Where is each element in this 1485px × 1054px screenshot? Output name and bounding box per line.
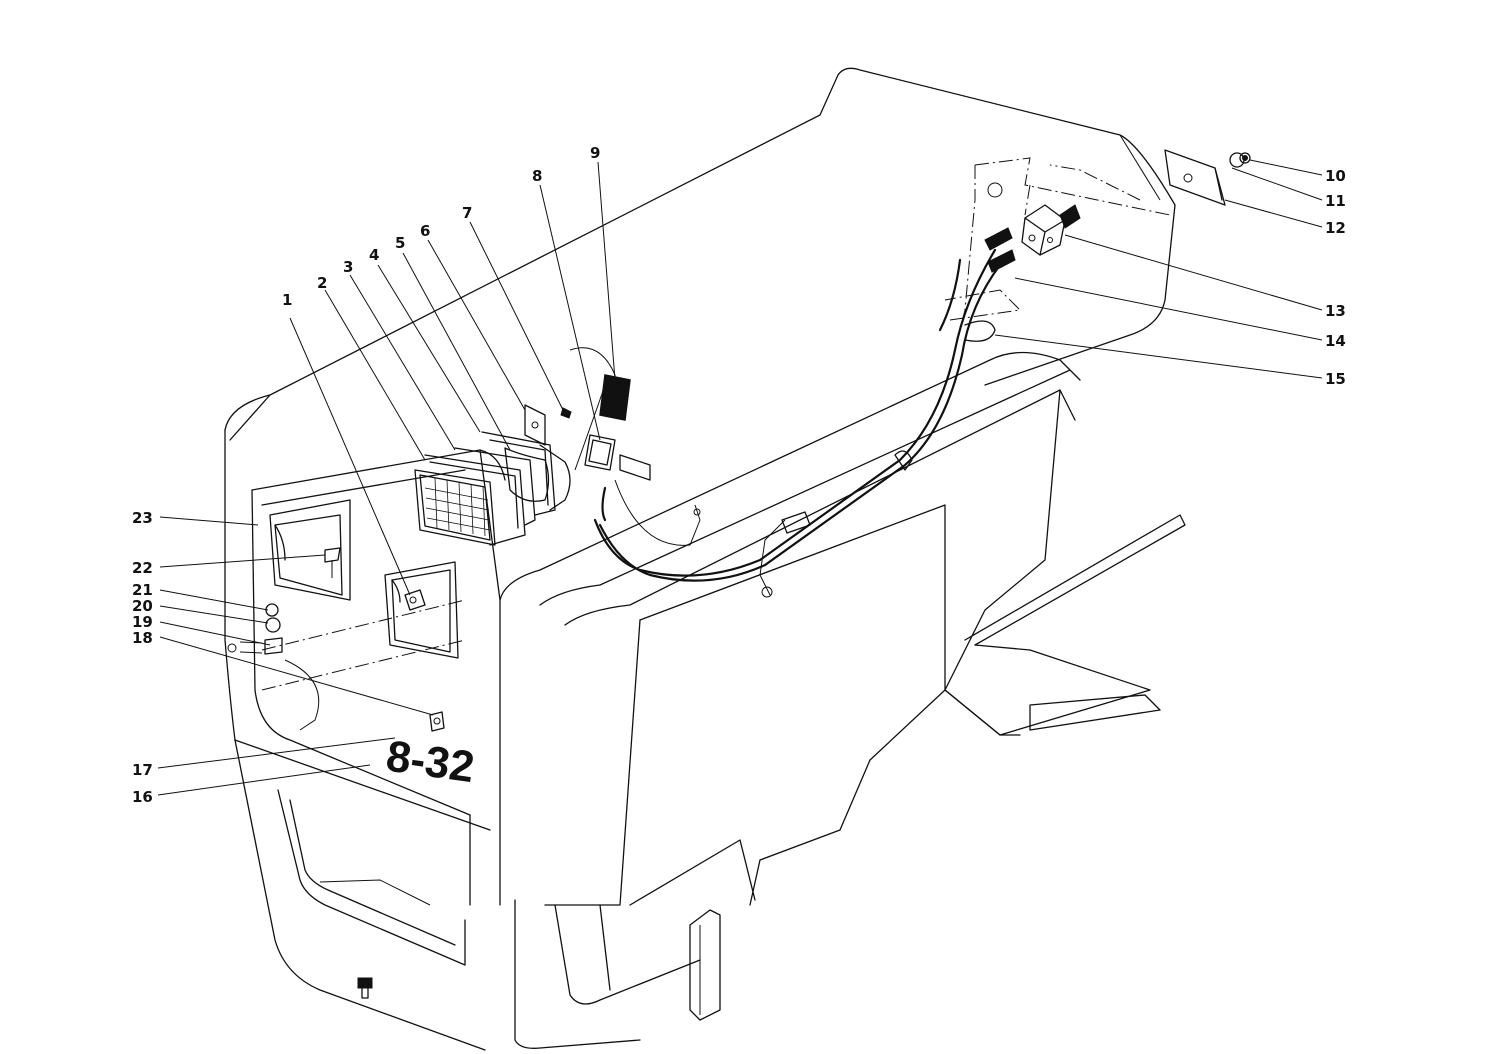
callout-9: 9 xyxy=(590,144,600,162)
callout-20: 20 xyxy=(132,597,153,615)
callout-17: 17 xyxy=(132,761,153,779)
callout-14: 14 xyxy=(1325,332,1346,350)
wiring-harness xyxy=(569,182,1081,598)
small-hardware xyxy=(227,547,445,999)
callout-12: 12 xyxy=(1325,219,1346,237)
callout-22: 22 xyxy=(132,559,153,577)
callout-8: 8 xyxy=(532,167,542,185)
callout-1: 1 xyxy=(282,291,292,309)
switch-and-bracket xyxy=(1021,149,1251,256)
callout-7: 7 xyxy=(462,204,472,222)
callout-10: 10 xyxy=(1325,167,1346,185)
callout-18: 18 xyxy=(132,629,153,647)
leader-lines xyxy=(157,159,1323,796)
callout-19: 19 xyxy=(132,613,153,631)
callout-13: 13 xyxy=(1325,302,1346,320)
model-decal: 8-32 xyxy=(383,731,477,792)
callout-15: 15 xyxy=(1325,370,1346,388)
callout-21: 21 xyxy=(132,581,153,599)
headlight-lens-pattern xyxy=(424,477,491,537)
callout-5: 5 xyxy=(395,234,405,252)
callout-3: 3 xyxy=(343,258,353,276)
callout-16: 16 xyxy=(132,788,153,806)
callout-2: 2 xyxy=(317,274,327,292)
headlight-assembly xyxy=(414,404,572,546)
callout-labels: 1 2 3 4 5 6 7 8 9 10 11 12 13 14 15 16 1… xyxy=(132,144,1346,806)
callout-11: 11 xyxy=(1325,192,1346,210)
callout-23: 23 xyxy=(132,509,153,527)
callout-4: 4 xyxy=(369,246,379,264)
hood-body xyxy=(224,67,1186,1051)
callout-6: 6 xyxy=(420,222,430,240)
